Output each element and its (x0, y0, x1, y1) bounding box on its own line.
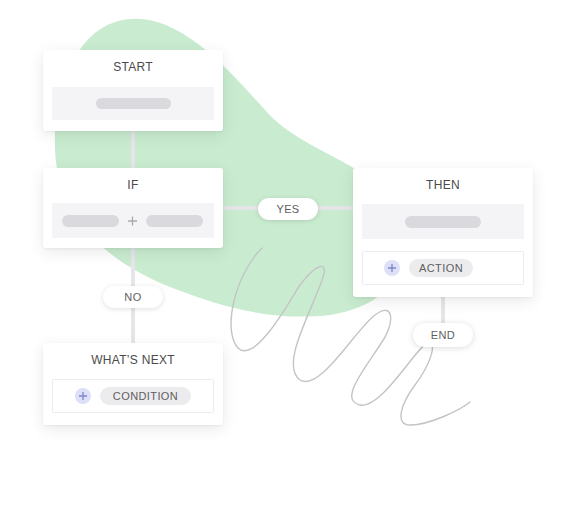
end-pill: END (413, 323, 473, 347)
pill-label: ACTION (409, 259, 473, 277)
card-title: WHAT’S NEXT (43, 353, 223, 367)
plus-icon (384, 260, 400, 276)
next-card: WHAT’S NEXT CONDITION (43, 343, 223, 425)
condition-pill: CONDITION (100, 387, 191, 405)
edge-label: YES (258, 198, 318, 220)
start-card: START (43, 50, 223, 131)
edge-label: NO (103, 286, 163, 308)
field-panel (362, 204, 524, 239)
pill-label: CONDITION (100, 387, 191, 405)
field-panel (52, 203, 214, 238)
pill-label: END (413, 323, 473, 347)
connector-line (441, 297, 445, 323)
action-pill: ACTION (409, 259, 473, 277)
card-title: IF (43, 178, 223, 192)
placeholder-bar (146, 215, 203, 227)
field-panel (52, 87, 214, 120)
condition-card: IF (43, 168, 223, 248)
result-card: THEN ACTION (353, 168, 533, 297)
field-panel (363, 252, 524, 285)
plus-icon (75, 388, 91, 404)
placeholder-bar (96, 98, 171, 109)
placeholder-bar (405, 216, 481, 228)
card-title: START (43, 60, 223, 74)
plus-icon (128, 217, 137, 226)
placeholder-bar (62, 215, 119, 227)
connector-line (131, 131, 135, 168)
card-title: THEN (353, 178, 533, 192)
field-panel (53, 380, 214, 413)
